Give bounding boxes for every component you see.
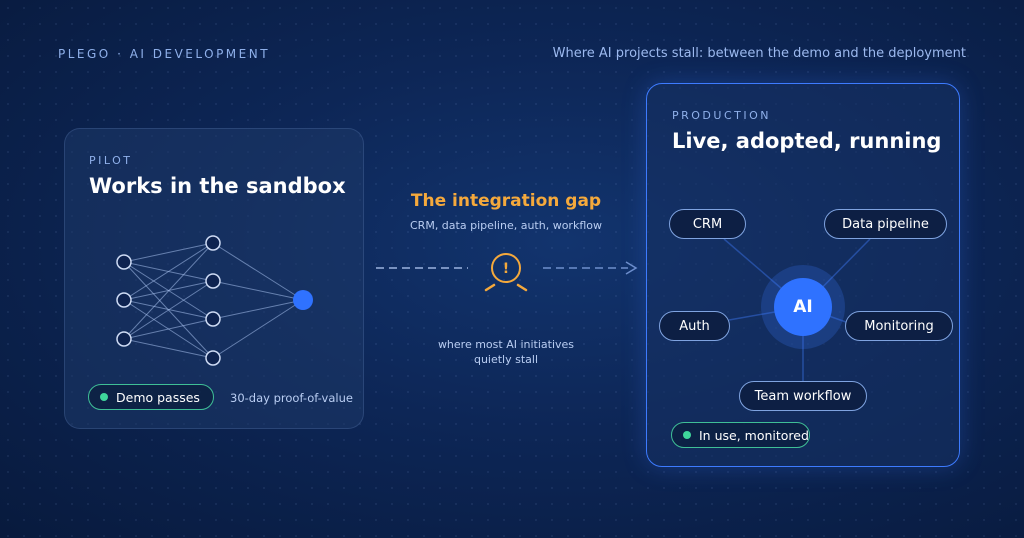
node-data-pipeline: Data pipeline	[824, 209, 947, 239]
pilot-note: 30-day proof-of-value	[230, 391, 353, 405]
nn-input-node	[116, 331, 132, 347]
production-title: Live, adopted, running	[672, 129, 942, 153]
node-crm: CRM	[669, 209, 746, 239]
nn-input-node	[116, 292, 132, 308]
nn-hidden-node	[205, 235, 221, 251]
node-monitoring: Monitoring	[845, 311, 953, 341]
gap-arrowhead	[625, 261, 638, 275]
pilot-eyebrow: PILOT	[89, 154, 133, 167]
gap-subtitle: CRM, data pipeline, auth, workflow	[410, 219, 602, 232]
gap-note-line1: where most AI initiatives	[437, 338, 575, 351]
ai-hub: AI	[774, 278, 832, 336]
nn-input-node	[116, 254, 132, 270]
nn-hidden-node	[205, 350, 221, 366]
neural-network-icon	[123, 242, 304, 359]
in-use-label: In use, monitored	[699, 427, 809, 443]
brand-label: PLEGO · AI DEVELOPMENT	[58, 47, 271, 61]
demo-passes-badge: Demo passes	[88, 384, 214, 410]
node-auth: Auth	[659, 311, 730, 341]
nn-output-node	[293, 290, 313, 310]
gap-note-line2: quietly stall	[473, 353, 539, 366]
demo-passes-label: Demo passes	[116, 389, 200, 405]
in-use-badge: In use, monitored	[671, 422, 810, 448]
diagram-headline: Where AI projects stall: between the dem…	[552, 46, 966, 61]
status-dot-icon	[100, 393, 108, 401]
warning-icon	[484, 253, 528, 292]
nn-hidden-node	[205, 273, 221, 289]
warning-glyph: !	[503, 261, 509, 277]
production-eyebrow: PRODUCTION	[672, 109, 771, 122]
status-dot-icon	[683, 431, 691, 439]
pilot-title: Works in the sandbox	[89, 174, 346, 198]
gap-title: The integration gap	[410, 191, 602, 211]
nn-hidden-node	[205, 311, 221, 327]
node-team-workflow: Team workflow	[739, 381, 867, 411]
